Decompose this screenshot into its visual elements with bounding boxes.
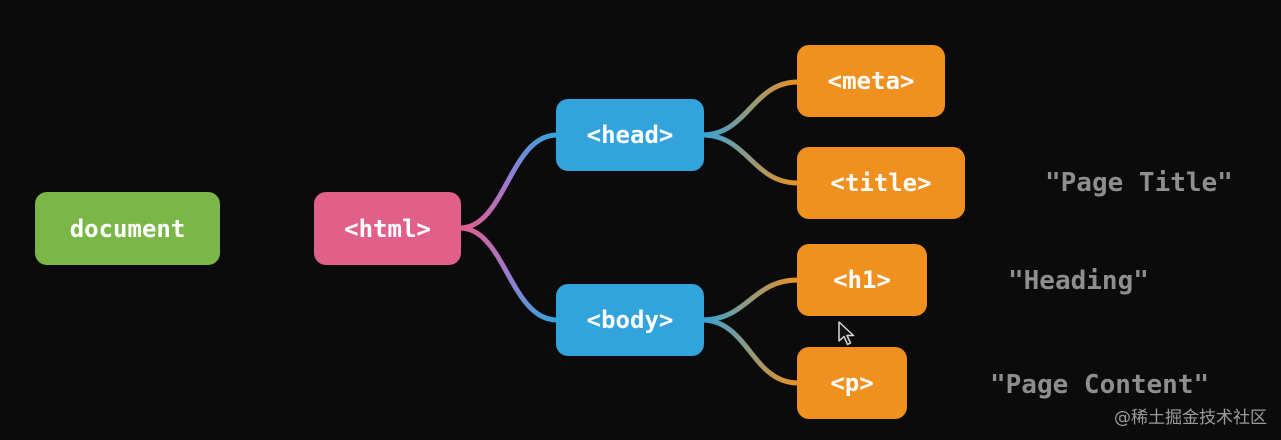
text-node-page-content: "Page Content" — [990, 370, 1210, 400]
edge-body-h1 — [701, 277, 799, 323]
node-html: <html> — [314, 192, 461, 265]
node-title: <title> — [797, 147, 965, 219]
edge-head-title — [701, 132, 799, 186]
text-node-page-title: "Page Title" — [1045, 168, 1233, 198]
edge-body-p — [701, 317, 799, 386]
edge-html-body — [459, 225, 558, 323]
node-meta: <meta> — [797, 45, 945, 117]
node-p: <p> — [797, 347, 907, 419]
edge-head-meta — [701, 79, 799, 138]
node-h1: <h1> — [797, 244, 927, 316]
edge-html-head — [459, 132, 558, 231]
mouse-cursor-icon — [838, 321, 855, 346]
watermark: @稀土掘金技术社区 — [1114, 408, 1267, 428]
node-body: <body> — [556, 284, 704, 356]
node-document: document — [35, 192, 220, 265]
node-head: <head> — [556, 99, 704, 171]
text-node-heading: "Heading" — [1008, 266, 1149, 296]
